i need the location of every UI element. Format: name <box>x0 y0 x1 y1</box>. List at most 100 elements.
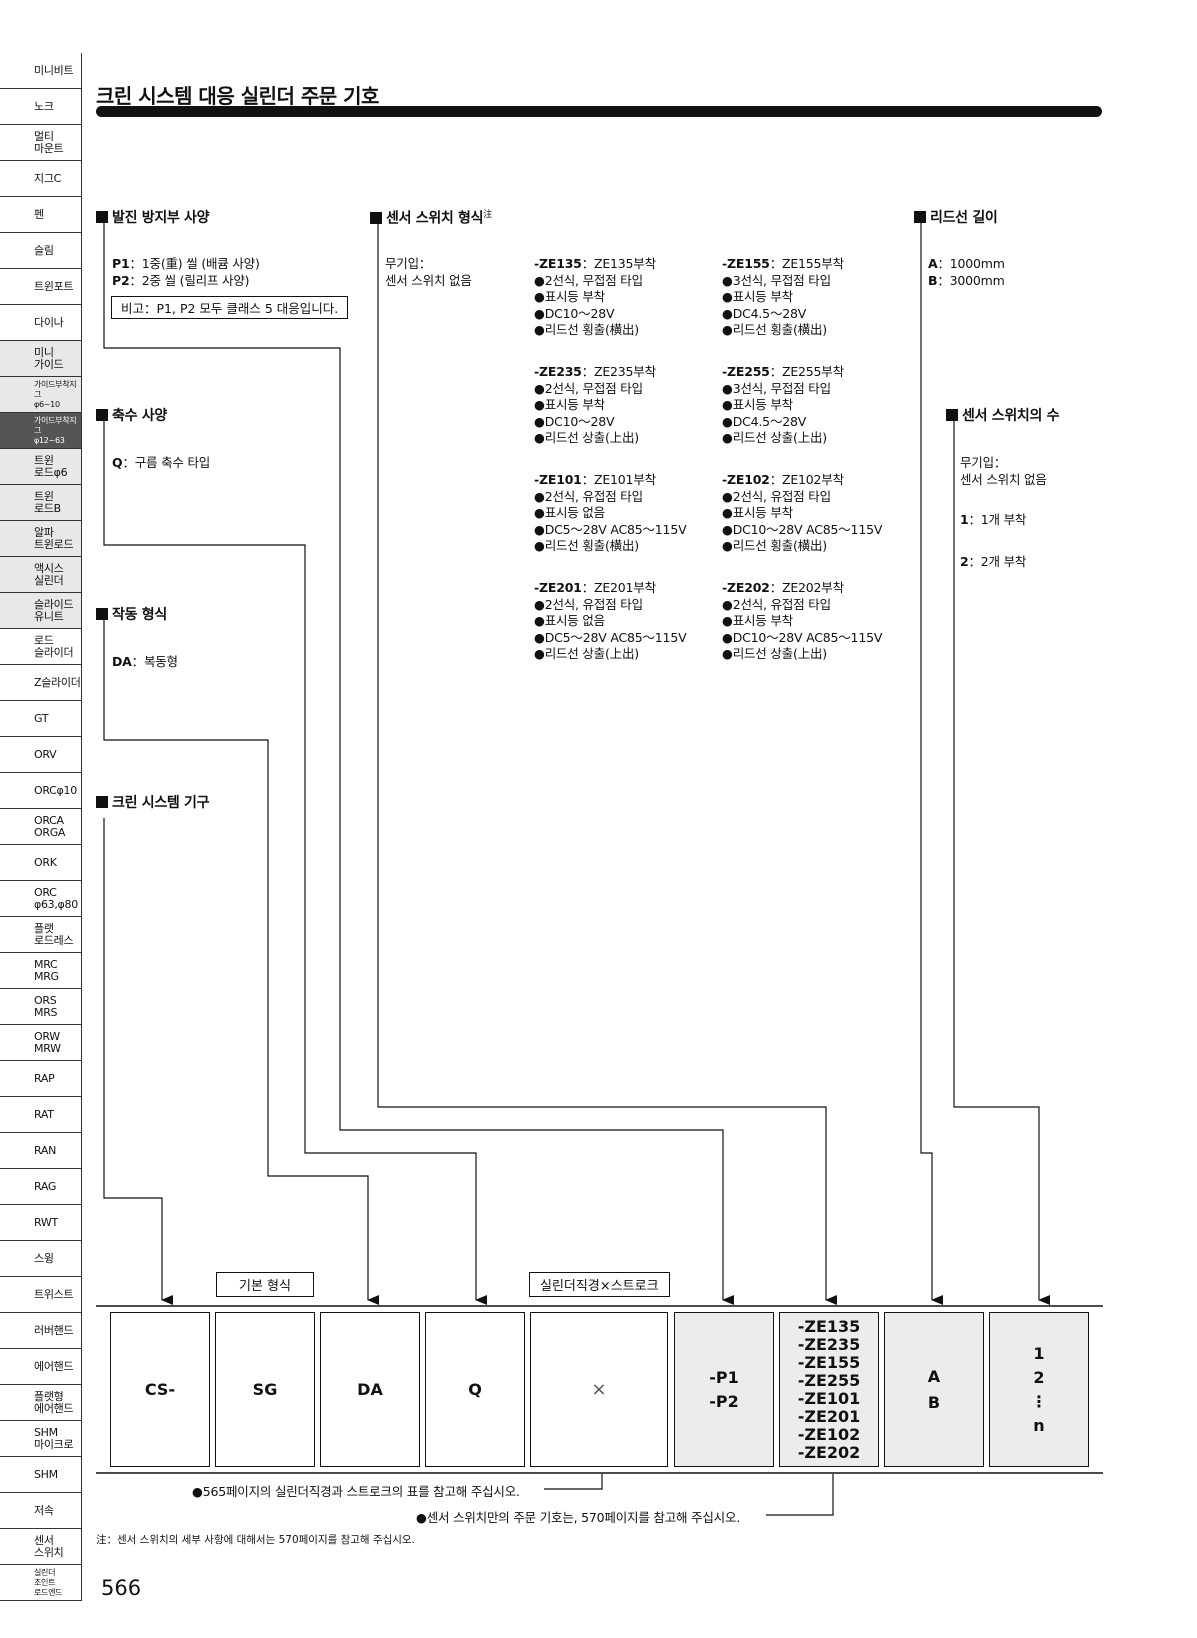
sensor-spec-line: ●DC10～28V AC85～115V <box>722 521 883 537</box>
side-tab[interactable]: ORK <box>0 845 82 881</box>
side-tab[interactable]: 실린더 조인트 로드엔드 <box>0 1565 82 1601</box>
sensor-desc: ：ZE202부착 <box>769 580 844 595</box>
side-tab[interactable]: 노크 <box>0 89 82 125</box>
sensor-code: -ZE102 <box>722 472 770 487</box>
side-tab[interactable]: 플랫형 에어핸드 <box>0 1385 82 1421</box>
sensor-code-option: -ZE201 <box>797 1406 861 1426</box>
sensor-order-reference: ●센서 스위치만의 주문 기호는, 570페이지를 참고해 주십시오. <box>416 1510 741 1525</box>
side-tab[interactable]: SHM <box>0 1457 82 1493</box>
sensor-spec-line: ●표시등 없음 <box>534 505 605 520</box>
title-rule <box>96 106 1102 117</box>
sensor-code-option: -ZE235 <box>797 1334 861 1354</box>
side-tab[interactable]: ORS MRS <box>0 989 82 1025</box>
sensor-spec-line: ●리드선 횡출(横出) <box>534 322 639 337</box>
code-box-cs: CS- <box>110 1312 210 1467</box>
side-tab[interactable]: 센서 스위치 <box>0 1529 82 1565</box>
code-box-sensor: -ZE135-ZE235-ZE155-ZE255-ZE101-ZE201-ZE1… <box>779 1312 879 1467</box>
side-tab[interactable]: 트윈포트 <box>0 269 82 305</box>
shaft-heading: 축수 사양 <box>96 405 167 425</box>
side-tab[interactable]: 가이드부착지그 φ6~10 <box>0 377 82 413</box>
sensor-spec-line: ●DC10～28V <box>534 305 615 321</box>
sensor-spec-line: ●2선식, 유접점 타입 <box>722 488 831 504</box>
sensor-item: -ZE235：ZE235부착●2선식, 무접점 타입●표시등 부착●DC10～2… <box>534 364 656 447</box>
side-tab[interactable]: 트윈 로드φ6 <box>0 449 82 485</box>
side-tab[interactable]: SHM 마이크로 <box>0 1421 82 1457</box>
side-tab[interactable]: GT <box>0 701 82 737</box>
sensor-spec-line: ●2선식, 유접점 타입 <box>534 488 643 504</box>
side-tab[interactable]: 플랫 로드레스 <box>0 917 82 953</box>
side-tab[interactable]: 로드 슬라이더 <box>0 629 82 665</box>
footnote: 注：센서 스위치의 세부 사항에 대해서는 570페이지를 참고해 주십시오. <box>96 1534 415 1546</box>
anti-dust-note: 비고：P1, P2 모두 클래스 5 대응입니다. <box>111 296 349 319</box>
sensor-spec-line: ●표시등 부착 <box>722 505 793 520</box>
sensor-desc: ：ZE235부착 <box>581 364 656 379</box>
sensor-count-one: 1：1개 부착 <box>960 512 1027 527</box>
side-tab[interactable]: RAT <box>0 1097 82 1133</box>
bore-stroke-reference: ●565페이지의 실린더직경과 스트로크의 표를 참고해 주십시오. <box>192 1484 520 1499</box>
sensor-spec-line: ●표시등 부착 <box>722 289 793 304</box>
side-tab[interactable]: 액시스 실린더 <box>0 557 82 593</box>
sensor-code: -ZE202 <box>722 580 770 595</box>
side-tab[interactable]: 에어핸드 <box>0 1349 82 1385</box>
side-tab[interactable]: 펜 <box>0 197 82 233</box>
sensor-desc: ：ZE155부착 <box>769 256 844 271</box>
sensor-item: -ZE102：ZE102부착●2선식, 유접점 타입●표시등 부착●DC10～2… <box>722 472 882 555</box>
sensor-spec-line: ●리드선 횡출(横出) <box>722 322 827 337</box>
sensor-item: -ZE201：ZE201부착●2선식, 유접점 타입●표시등 없음●DC5～28… <box>534 580 687 663</box>
p2-desc: ：2중 씰 (릴리프 사양) <box>129 272 250 288</box>
sensor-code-option: -ZE101 <box>797 1388 861 1408</box>
sensor-item: -ZE255：ZE255부착●3선식, 무접점 타입●표시등 부착●DC4.5～… <box>722 364 844 447</box>
side-tab[interactable]: RAP <box>0 1061 82 1097</box>
side-tab[interactable]: RWT <box>0 1205 82 1241</box>
side-tab[interactable]: Z슬라이더 <box>0 665 82 701</box>
side-tab[interactable]: 슬림 <box>0 233 82 269</box>
sensor-desc: ：ZE255부착 <box>769 364 844 379</box>
square-bullet-icon <box>96 796 108 808</box>
side-tab[interactable]: RAG <box>0 1169 82 1205</box>
side-tab[interactable]: 지그C <box>0 161 82 197</box>
sensor-count-none: 무기입： 센서 스위치 없음 <box>960 455 1047 487</box>
square-bullet-icon <box>946 409 958 421</box>
side-tab[interactable]: 멀티 마운트 <box>0 125 82 161</box>
side-tab[interactable]: ORCφ10 <box>0 773 82 809</box>
sensor-spec-line: ●리드선 횡출(横出) <box>534 538 639 553</box>
code-box-q: Q <box>425 1312 525 1467</box>
side-tab[interactable]: 미니 가이드 <box>0 341 82 377</box>
side-tab[interactable]: 슬라이드 유니트 <box>0 593 82 629</box>
basic-type-label: 기본 형식 <box>216 1272 314 1297</box>
side-tab[interactable]: 스윙 <box>0 1241 82 1277</box>
page-title: 크린 시스템 대응 실린더 주문 기호 <box>96 84 379 108</box>
side-tab[interactable]: 알파 트윈로드 <box>0 521 82 557</box>
side-tab[interactable]: ORCA ORGA <box>0 809 82 845</box>
side-tab[interactable]: ORV <box>0 737 82 773</box>
side-tab[interactable]: 가이드부착지그 φ12~63 <box>0 413 82 449</box>
side-tab[interactable]: 트윈 로드B <box>0 485 82 521</box>
sensor-none: 무기입： 센서 스위치 없음 <box>385 256 472 288</box>
lead-length-options: A：1000mm B：3000mm <box>928 256 1005 288</box>
code-box-bore-stroke: × <box>530 1312 668 1467</box>
sensor-code: -ZE255 <box>722 364 770 379</box>
side-tab[interactable]: 저속 <box>0 1493 82 1529</box>
square-bullet-icon <box>96 608 108 620</box>
side-tab[interactable]: ORC φ63,φ80 <box>0 881 82 917</box>
sensor-spec-line: ●DC10～28V <box>534 413 615 429</box>
side-tab[interactable]: ORW MRW <box>0 1025 82 1061</box>
sensor-code-option: -ZE135 <box>797 1316 861 1336</box>
sensor-spec-line: ●표시등 부착 <box>722 397 793 412</box>
sensor-code-option: -ZE202 <box>797 1442 861 1462</box>
sensor-spec-line: ●DC5～28V AC85～115V <box>534 629 687 645</box>
side-tab[interactable]: 러버핸드 <box>0 1313 82 1349</box>
side-tab[interactable]: RAN <box>0 1133 82 1169</box>
sensor-spec-line: ●리드선 상출(上出) <box>534 430 639 445</box>
side-tab[interactable]: 미니비트 <box>0 53 82 89</box>
anti-dust-options: P1：1중(重) 씰 (배큠 사양) P2：2중 씰 (릴리프 사양) <box>112 256 260 289</box>
side-tab[interactable]: 다이나 <box>0 305 82 341</box>
action-option: DA：복동형 <box>112 654 178 669</box>
sensor-heading: 센서 스위치 형식注 <box>370 207 492 228</box>
sensor-code: -ZE201 <box>534 580 582 595</box>
side-tab[interactable]: 트위스트 <box>0 1277 82 1313</box>
side-tab[interactable]: MRC MRG <box>0 953 82 989</box>
sensor-desc: ：ZE101부착 <box>581 472 656 487</box>
p1-desc: ：1중(重) 씰 (배큠 사양) <box>129 256 260 271</box>
